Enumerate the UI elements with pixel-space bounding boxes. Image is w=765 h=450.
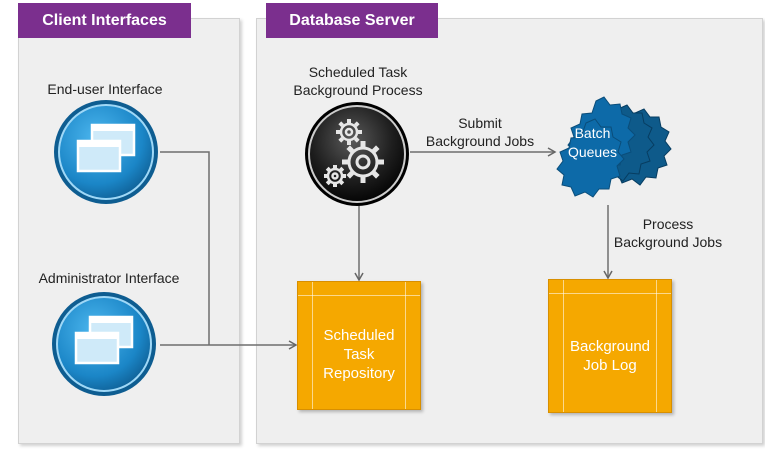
process-jobs-label-line2: Background Jobs xyxy=(613,234,723,250)
repository-label-line2: Task xyxy=(343,346,375,363)
database-server-title: Database Server xyxy=(266,3,438,38)
submit-jobs-label-line1: Submit xyxy=(458,115,502,131)
end-user-window-stack-icon[interactable] xyxy=(51,97,161,207)
end-user-interface-label: End-user Interface xyxy=(47,81,163,97)
batch-queues-label-line2: Queues xyxy=(567,144,618,160)
background-job-log-box[interactable]: Background Job Log xyxy=(548,279,672,413)
submit-jobs-label-line2: Background Jobs xyxy=(425,133,535,149)
scheduler-label-line2: Background Process xyxy=(293,82,423,98)
administrator-window-stack-icon[interactable] xyxy=(49,289,159,399)
process-jobs-label-line1: Process xyxy=(642,216,694,232)
scheduled-task-repository-box[interactable]: Scheduled Task Repository xyxy=(297,281,421,410)
gears-icon[interactable] xyxy=(303,100,411,208)
job-log-label-line1: Background xyxy=(569,338,651,355)
repository-label-line3: Repository xyxy=(323,365,395,382)
scheduler-label-line1: Scheduled Task xyxy=(308,64,408,80)
client-interfaces-title: Client Interfaces xyxy=(18,3,191,38)
administrator-interface-label: Administrator Interface xyxy=(38,270,180,286)
job-log-label-line2: Job Log xyxy=(583,357,637,374)
batch-queues-label-line1: Batch xyxy=(574,125,611,141)
end-user-to-repository-line xyxy=(160,151,210,345)
repository-label-line1: Scheduled xyxy=(323,327,395,344)
batch-queues-gear-shape-icon[interactable] xyxy=(540,95,680,210)
